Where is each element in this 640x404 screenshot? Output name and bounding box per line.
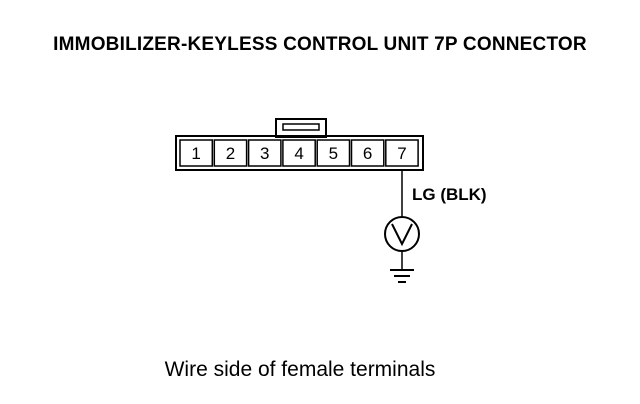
voltmeter-icon: [384, 216, 420, 252]
wire-color-label: LG (BLK): [412, 185, 487, 204]
pin-5: 5: [316, 139, 351, 167]
pin-3: 3: [247, 139, 282, 167]
pin-7: 7: [385, 139, 419, 167]
connector-body: [175, 135, 424, 171]
ground-icon: [390, 269, 414, 283]
pin-1: 1: [179, 139, 214, 167]
pin-number-label: 6: [363, 144, 372, 163]
pin-number-label: 4: [294, 144, 303, 163]
connector-lock-tab: [275, 118, 327, 138]
pin-number-label: 1: [191, 144, 200, 163]
pin-2: 2: [213, 139, 248, 167]
diagram-title: IMMOBILIZER-KEYLESS CONTROL UNIT 7P CONN…: [53, 34, 587, 55]
pin-number-label: 2: [226, 144, 235, 163]
pin-number-label: 5: [329, 144, 338, 163]
pin-4: 4: [282, 139, 316, 167]
pin-number-label: 3: [260, 144, 269, 163]
diagram-caption: Wire side of female terminals: [164, 358, 436, 381]
pin-number-label: 7: [397, 144, 406, 163]
pin-6: 6: [350, 139, 385, 167]
connector-pins: 1 2 3 4 5 6 7: [179, 139, 419, 167]
